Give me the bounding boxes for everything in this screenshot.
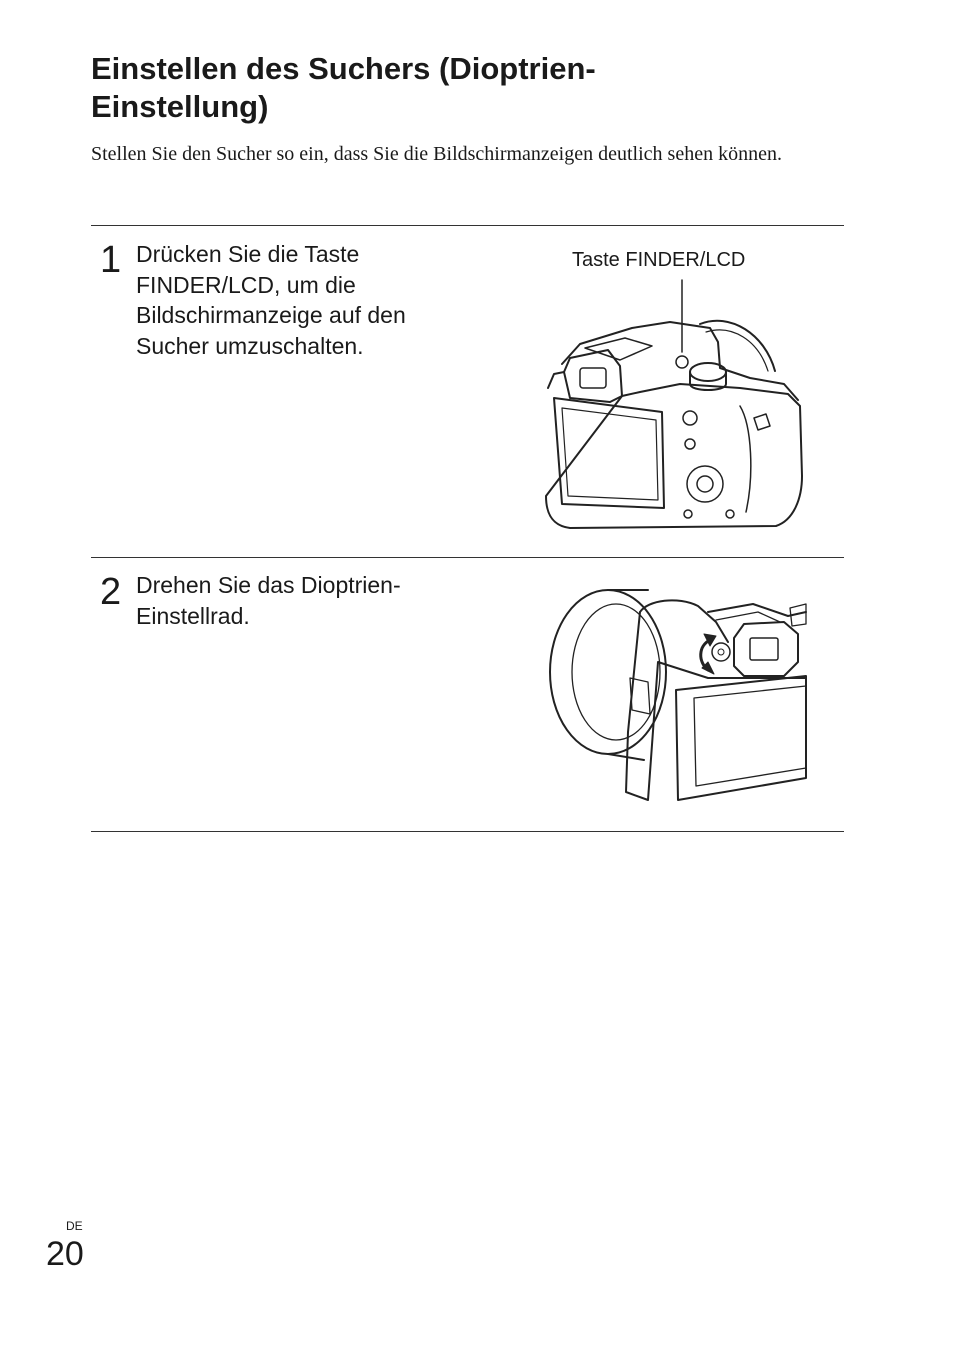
step-1-text: Drücken Sie die Taste FINDER/LCD, um die… (136, 241, 406, 359)
page-number: 20 (46, 1235, 84, 1273)
diopter-dial (711, 642, 731, 662)
divider-bottom (91, 831, 844, 832)
camera-side-illustration (549, 589, 807, 801)
step-2-number: 2 (100, 571, 122, 613)
finder-lcd-button (675, 355, 689, 369)
step-2-text: Drehen Sie das Dioptrien- Einstellrad. (136, 572, 401, 629)
page-title: Einstellen des Suchers (Dioptrien- Einst… (91, 51, 596, 124)
step-1-number: 1 (100, 239, 122, 281)
divider-middle (91, 557, 844, 558)
camera-back-illustration (545, 279, 803, 529)
intro-paragraph: Stellen Sie den Sucher so ein, dass Sie … (91, 143, 782, 165)
language-code: DE (66, 1219, 83, 1233)
finder-lcd-callout-label: Taste FINDER/LCD (572, 249, 746, 271)
divider-top (91, 225, 844, 226)
